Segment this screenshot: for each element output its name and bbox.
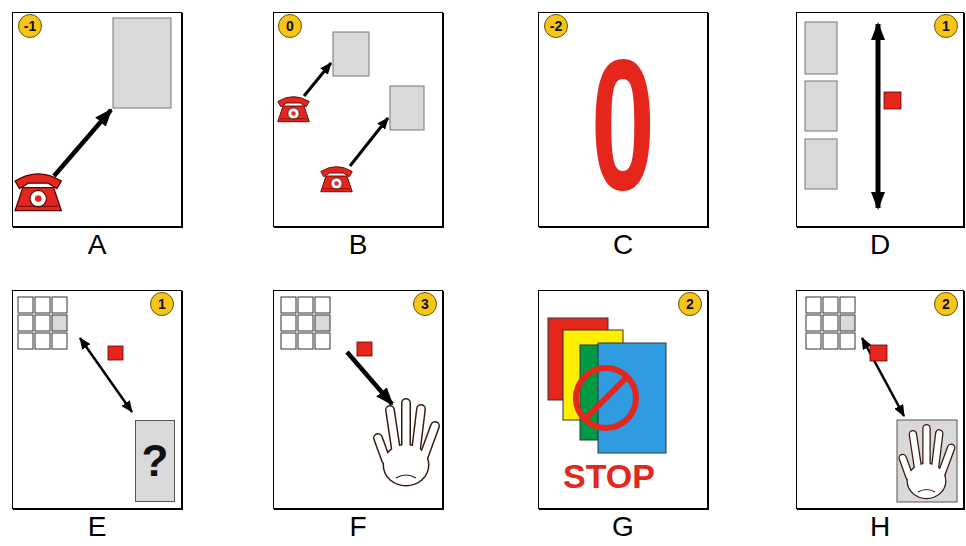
- score-number: 1: [158, 296, 166, 312]
- card-grid: [52, 315, 67, 331]
- card-letter: C: [539, 230, 707, 260]
- hand-symbol: [903, 428, 951, 499]
- card-grid: [806, 333, 821, 349]
- score-badge: 1: [934, 14, 958, 38]
- card-grid: [281, 333, 296, 349]
- card-letter: B: [274, 230, 442, 260]
- game-card: A-1: [12, 12, 182, 227]
- call-arrow: [304, 63, 331, 96]
- game-card: B0: [273, 12, 443, 227]
- card-grid: [840, 315, 855, 331]
- card-letter: D: [797, 230, 963, 260]
- question-card: ?: [135, 420, 175, 502]
- card-grid: [840, 333, 855, 349]
- card-letter: E: [13, 512, 181, 542]
- card-letter: G: [539, 512, 707, 542]
- game-card: 0C-2: [538, 12, 708, 227]
- card-grid: [52, 297, 67, 313]
- score-number: 2: [686, 296, 694, 312]
- card-grid: [281, 297, 330, 349]
- card-grid: [18, 297, 67, 349]
- card-grid: [806, 315, 821, 331]
- call-arrow: [350, 118, 388, 166]
- card-g-art: [548, 318, 666, 453]
- stop-label: STOP: [559, 457, 659, 495]
- card-letter: F: [274, 512, 442, 542]
- swap-arrow: [862, 338, 904, 416]
- score-number: 1: [942, 18, 950, 34]
- marker-square: [357, 342, 372, 356]
- marker-square: [108, 346, 123, 360]
- score-badge: 0: [278, 14, 302, 38]
- hand-symbol: [378, 403, 435, 487]
- document-sheet: [390, 86, 424, 130]
- score-number: -2: [550, 18, 562, 34]
- take-arrow: [347, 352, 392, 404]
- card-grid: [315, 297, 330, 313]
- game-card: F3: [273, 290, 443, 509]
- card-grid: [18, 333, 33, 349]
- call-arrow: [54, 110, 111, 176]
- score-number: 2: [942, 296, 950, 312]
- card-grid: [840, 297, 855, 313]
- score-number: 0: [286, 18, 294, 34]
- game-card: E1?: [12, 290, 182, 509]
- card-d-art: [805, 22, 901, 208]
- phone-symbol: [15, 174, 61, 211]
- game-card: H2: [796, 290, 964, 509]
- card-grid: [823, 333, 838, 349]
- marker-square: [884, 92, 901, 109]
- card-grid: [281, 297, 296, 313]
- move-arrow: [876, 24, 881, 208]
- card-grid: [315, 315, 330, 331]
- document-sheet: [333, 32, 369, 76]
- question-mark: ?: [142, 436, 169, 486]
- card-grid: [315, 333, 330, 349]
- score-badge: 2: [934, 292, 958, 316]
- card-letter: A: [13, 230, 181, 260]
- score-badge: -2: [544, 14, 568, 38]
- phone-symbol: [321, 167, 353, 192]
- game-card: D1: [796, 12, 964, 227]
- document-sheet: [805, 139, 837, 189]
- marker-square: [870, 345, 887, 361]
- card-b-art: [278, 32, 424, 192]
- card-grid: [52, 333, 67, 349]
- card-grid: [18, 315, 33, 331]
- prohibition-sign: [576, 368, 636, 428]
- game-card: STOPG2: [538, 290, 708, 509]
- document-sheet: [805, 81, 837, 131]
- score-badge: -1: [18, 14, 42, 38]
- card-grid: [823, 297, 838, 313]
- card-grid: [35, 333, 50, 349]
- score-badge: 2: [678, 292, 702, 316]
- card-grid: [298, 297, 313, 313]
- score-number: 3: [421, 296, 429, 312]
- card-grid: [806, 297, 855, 349]
- hand-card: [897, 420, 957, 502]
- swap-arrow: [80, 338, 132, 412]
- card-grid: [18, 297, 33, 313]
- card-grid: [35, 297, 50, 313]
- big-number: 0: [571, 33, 675, 218]
- prohibition-slash: [585, 377, 627, 419]
- card-f-art: [281, 297, 435, 487]
- phone-symbol: [278, 97, 310, 122]
- card-e-art: [18, 297, 132, 412]
- document-sheet: [113, 18, 171, 108]
- score-number: -1: [24, 18, 36, 34]
- score-badge: 1: [150, 292, 174, 316]
- card-grid: [823, 315, 838, 331]
- card-grid: [35, 315, 50, 331]
- card-letter: H: [797, 512, 963, 542]
- document-sheet: [805, 22, 837, 74]
- card-grid: [806, 297, 821, 313]
- score-badge: 3: [413, 292, 437, 316]
- card-h-art: [806, 297, 957, 502]
- card-a-art: [15, 18, 171, 211]
- card-grid: [298, 315, 313, 331]
- card-grid: [281, 315, 296, 331]
- card-grid: [298, 333, 313, 349]
